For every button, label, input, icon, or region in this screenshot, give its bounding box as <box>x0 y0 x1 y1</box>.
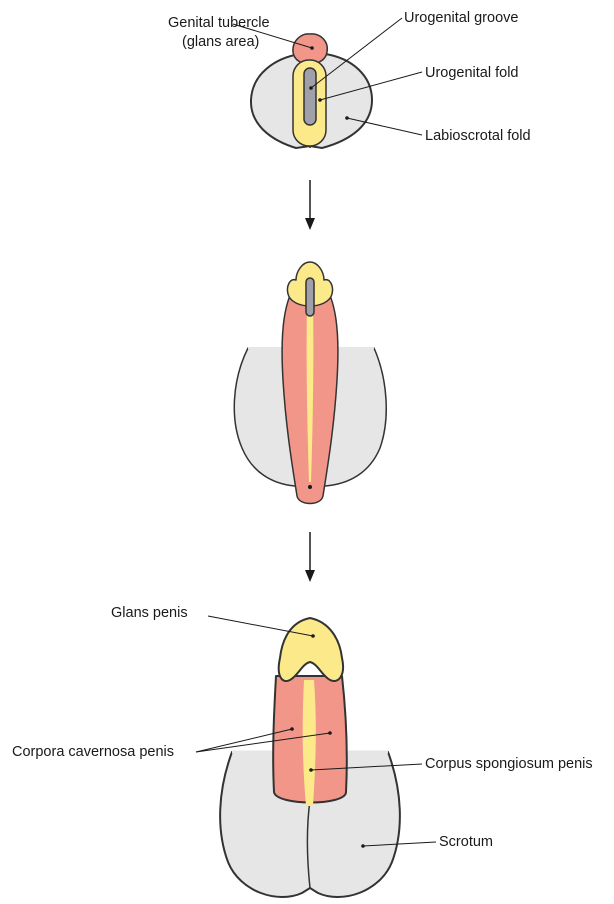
point-urogenital-groove <box>309 86 313 90</box>
corpus-spongiosum-shape <box>303 680 316 806</box>
arrow-stage2-to-stage3 <box>305 532 315 582</box>
point-corpora-cavernosa-1 <box>290 727 294 731</box>
glans-penis-shape <box>279 618 343 681</box>
label-glans-penis: Glans penis <box>111 605 188 621</box>
urethral-groove-stage2 <box>306 278 314 316</box>
label-glans-area: (glans area) <box>182 34 259 50</box>
point-glans-penis <box>311 634 315 638</box>
label-labioscrotal-fold: Labioscrotal fold <box>425 128 531 144</box>
stage-1-indifferent: Genital tubercle (glans area) Urogenital… <box>168 10 531 148</box>
label-corpus-spongiosum: Corpus spongiosum penis <box>425 756 593 772</box>
label-genital-tubercle: Genital tubercle <box>168 15 270 31</box>
arrow-stage1-to-stage2 <box>305 180 315 230</box>
label-scrotum: Scrotum <box>439 834 493 850</box>
point-urogenital-fold <box>318 98 322 102</box>
label-urogenital-fold: Urogenital fold <box>425 65 519 81</box>
point-genital-tubercle <box>310 46 314 50</box>
point-corpus-spongiosum <box>309 768 313 772</box>
label-corpora-cavernosa: Corpora cavernosa penis <box>12 744 174 760</box>
point-labioscrotal-fold <box>345 116 349 120</box>
point-corpora-cavernosa-2 <box>328 731 332 735</box>
stage-2-intermediate <box>234 262 386 504</box>
point-scrotum <box>361 844 365 848</box>
urogenital-groove-shape <box>304 68 316 125</box>
urethral-opening-stage2 <box>308 485 312 489</box>
label-urogenital-groove: Urogenital groove <box>404 10 518 26</box>
stage-3-male: Glans penis Corpora cavernosa penis Corp… <box>12 605 593 897</box>
